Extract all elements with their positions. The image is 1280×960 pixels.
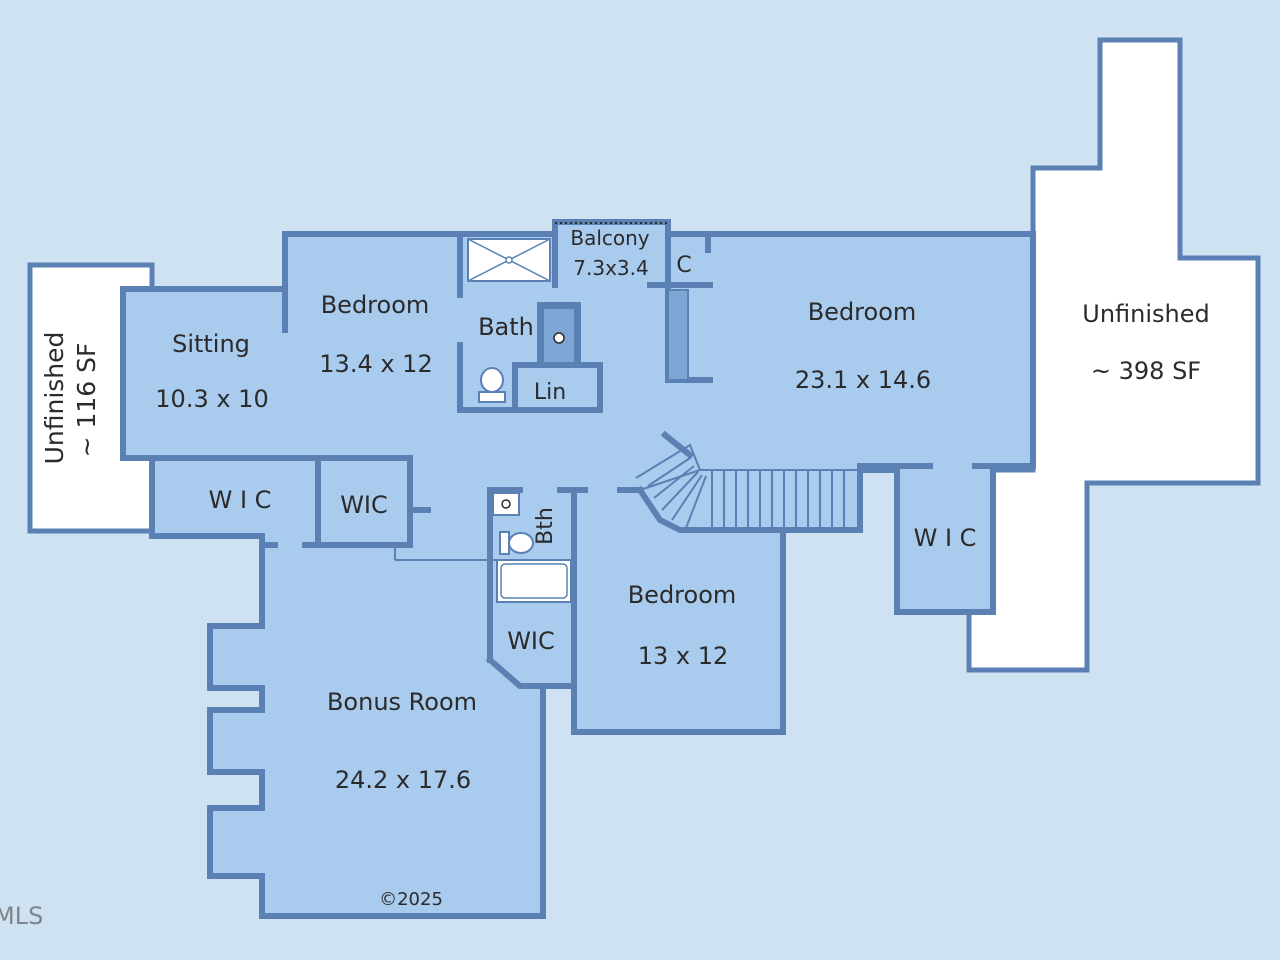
shower-icon bbox=[467, 238, 551, 282]
stair-tread bbox=[647, 457, 691, 487]
bedroom-nw-size: 13.4 x 12 bbox=[319, 350, 432, 378]
closet-c-name: C bbox=[676, 253, 691, 278]
balcony-size: 7.3x3.4 bbox=[573, 256, 648, 280]
wic-right-name: W I C bbox=[914, 524, 977, 552]
linen-name: Lin bbox=[534, 380, 566, 405]
toilet-icon bbox=[478, 367, 506, 403]
bedroom-nw-name: Bedroom bbox=[321, 291, 430, 319]
unfinished-right-name: Unfinished bbox=[1082, 300, 1210, 328]
staircase bbox=[635, 443, 860, 530]
balcony-name: Balcony bbox=[570, 226, 649, 250]
bonus-room-size: 24.2 x 17.6 bbox=[335, 766, 471, 794]
wic-center-name: WIC bbox=[340, 491, 388, 519]
bedroom-s-name: Bedroom bbox=[628, 581, 737, 609]
bedroom-ne-size: 23.1 x 14.6 bbox=[795, 366, 931, 394]
closet-shelf bbox=[667, 289, 689, 381]
stair-tread bbox=[685, 475, 707, 529]
wic-small-name: WIC bbox=[507, 627, 555, 655]
copyright-text: ©2025 bbox=[379, 889, 443, 910]
wic-left-name: W I C bbox=[209, 486, 272, 514]
bedroom-s-size: 13 x 12 bbox=[638, 642, 729, 670]
stair-tread bbox=[661, 471, 699, 511]
room-labels: Unfinished ~ 116 SF Sitting 10.3 x 10 Be… bbox=[40, 226, 1210, 910]
sink-icon bbox=[492, 492, 520, 516]
bonus-room-name: Bonus Room bbox=[327, 688, 477, 716]
unfinished-right-size: ~ 398 SF bbox=[1091, 357, 1201, 385]
bathtub-icon bbox=[496, 559, 572, 603]
stair-tread bbox=[653, 465, 695, 499]
sink-icon bbox=[542, 307, 576, 364]
sitting-size: 10.3 x 10 bbox=[155, 385, 268, 413]
sitting-name: Sitting bbox=[172, 330, 250, 358]
stair-tread bbox=[671, 474, 703, 521]
bath-lower-name: Bth bbox=[533, 507, 558, 545]
bedroom-ne-name: Bedroom bbox=[808, 298, 917, 326]
toilet-icon bbox=[499, 531, 534, 555]
unfinished-left-size: ~ 116 SF bbox=[72, 343, 101, 458]
watermark-text: MLS bbox=[0, 902, 43, 930]
unfinished-left-name: Unfinished bbox=[40, 332, 69, 465]
bath-upper-name: Bath bbox=[478, 313, 534, 341]
